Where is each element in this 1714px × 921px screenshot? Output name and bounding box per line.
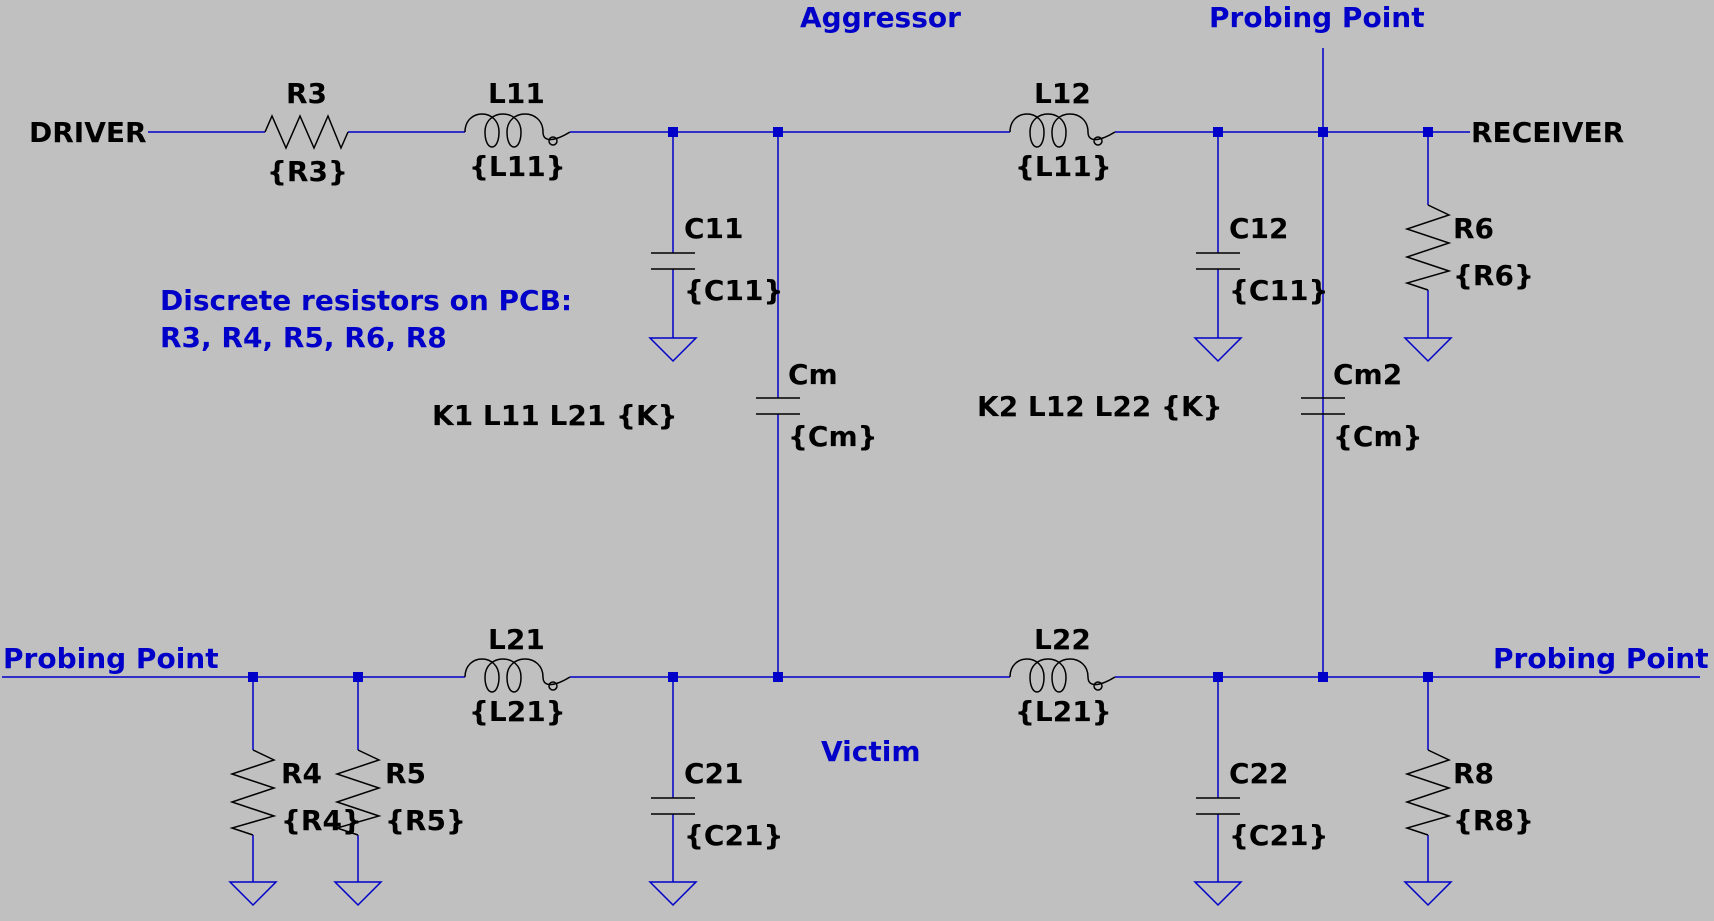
- resistor-r4-symbol[interactable]: [229, 749, 277, 836]
- cm2-value: {Cm}: [1333, 420, 1423, 453]
- ground-r6-icon: [1403, 337, 1453, 363]
- l21-value: {L21}: [469, 695, 566, 728]
- ground-r4-icon: [228, 881, 278, 907]
- r4-value: {R4}: [281, 804, 362, 837]
- r3-value: {R3}: [267, 155, 348, 188]
- resistor-r8-symbol[interactable]: [1404, 749, 1452, 836]
- r8-name: R8: [1453, 757, 1494, 790]
- r8-value: {R8}: [1453, 804, 1534, 837]
- cm-name: Cm: [788, 358, 838, 391]
- inductor-l21-symbol[interactable]: [464, 658, 571, 693]
- directive-k2: K2 L12 L22 {K}: [977, 390, 1223, 423]
- capacitor-c12-symbol[interactable]: [1196, 252, 1240, 270]
- note-line-2: R3, R4, R5, R6, R8: [160, 321, 447, 354]
- ground-c12-icon: [1193, 337, 1243, 363]
- l21-name: L21: [488, 623, 545, 656]
- c22-value: {C21}: [1229, 819, 1328, 852]
- l22-name: L22: [1034, 623, 1091, 656]
- junctions: [248, 127, 1433, 682]
- wires: [2, 48, 1700, 882]
- l22-value: {L21}: [1015, 695, 1112, 728]
- net-label-probe-top: Probing Point: [1209, 1, 1425, 34]
- r6-value: {R6}: [1453, 259, 1534, 292]
- capacitor-cm2-symbol[interactable]: [1301, 397, 1345, 415]
- l12-value: {L11}: [1015, 150, 1112, 183]
- capacitor-c11-symbol[interactable]: [651, 252, 695, 270]
- net-label-victim: Victim: [821, 735, 921, 768]
- inductor-l12-symbol[interactable]: [1009, 113, 1116, 148]
- resistor-r3-symbol[interactable]: [264, 114, 349, 150]
- ground-c22-icon: [1193, 881, 1243, 907]
- l11-value: {L11}: [469, 150, 566, 183]
- l11-name: L11: [488, 77, 545, 110]
- resistor-r6-symbol[interactable]: [1404, 204, 1452, 291]
- r5-value: {R5}: [385, 804, 466, 837]
- net-label-probe-right: Probing Point: [1493, 642, 1709, 675]
- port-label-driver: DRIVER: [29, 116, 147, 149]
- inductor-l11-symbol[interactable]: [464, 113, 571, 148]
- r3-name: R3: [286, 77, 327, 110]
- r4-name: R4: [281, 757, 322, 790]
- ground-c11-icon: [648, 337, 698, 363]
- r5-name: R5: [385, 757, 426, 790]
- c11-value: {C11}: [684, 274, 783, 307]
- net-label-probe-left: Probing Point: [3, 642, 219, 675]
- resistor-r5-symbol[interactable]: [334, 749, 382, 836]
- capacitor-c22-symbol[interactable]: [1196, 797, 1240, 815]
- inductor-l22-symbol[interactable]: [1009, 658, 1116, 693]
- ground-r8-icon: [1403, 881, 1453, 907]
- note-line-1: Discrete resistors on PCB:: [160, 284, 572, 317]
- capacitor-c21-symbol[interactable]: [651, 797, 695, 815]
- c22-name: C22: [1229, 757, 1289, 790]
- cm2-name: Cm2: [1333, 358, 1402, 391]
- c12-name: C12: [1229, 212, 1289, 245]
- net-label-aggressor: Aggressor: [800, 1, 961, 34]
- directive-k1: K1 L11 L21 {K}: [432, 399, 678, 432]
- c11-name: C11: [684, 212, 744, 245]
- c21-name: C21: [684, 757, 744, 790]
- c21-value: {C21}: [684, 819, 783, 852]
- r6-name: R6: [1453, 212, 1494, 245]
- ground-c21-icon: [648, 881, 698, 907]
- ground-r5-icon: [333, 881, 383, 907]
- l12-name: L12: [1034, 77, 1091, 110]
- c12-value: {C11}: [1229, 274, 1328, 307]
- capacitor-cm-symbol[interactable]: [756, 397, 800, 415]
- port-label-receiver: RECEIVER: [1471, 116, 1624, 149]
- cm-value: {Cm}: [788, 420, 878, 453]
